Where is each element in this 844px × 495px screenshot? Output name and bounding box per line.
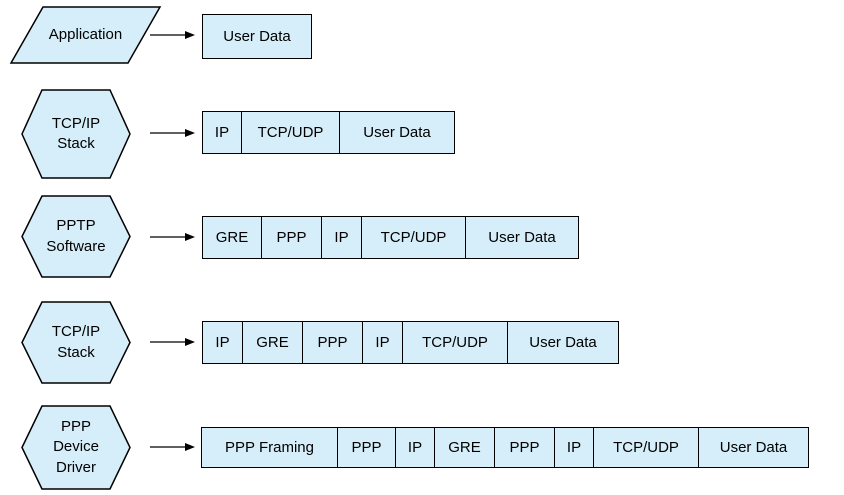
segment-gre: GRE [202, 216, 262, 259]
right-arrow-icon [150, 338, 195, 346]
ppp-device-driver-shape-outline [21, 405, 131, 490]
segment-ppp: PPP [302, 321, 363, 364]
segment-ppp: PPP [494, 427, 555, 468]
segment-gre: GRE [242, 321, 303, 364]
tcp-ip-stack-1-shape [21, 89, 131, 179]
segment-user-data: User Data [202, 14, 312, 59]
segment-ip: IP [362, 321, 403, 364]
segment-tcp-udp: TCP/UDP [241, 111, 340, 154]
right-arrow-icon [150, 443, 195, 451]
segment-ip: IP [554, 427, 594, 468]
right-arrow-icon [150, 233, 195, 241]
tcp-ip-stack-1-shape-outline [21, 89, 131, 179]
segment-ppp: PPP [337, 427, 396, 468]
segment-gre: GRE [434, 427, 495, 468]
segment-tcp-udp: TCP/UDP [402, 321, 508, 364]
application-shape-outline [9, 6, 162, 64]
ppp-device-driver-shape [21, 405, 131, 490]
segment-ip: IP [202, 321, 243, 364]
right-arrow-icon [150, 31, 195, 39]
segment-user-data: User Data [465, 216, 579, 259]
segment-ip: IP [202, 111, 242, 154]
application-shape [9, 6, 162, 64]
segment-ppp-framing: PPP Framing [201, 427, 338, 468]
segment-user-data: User Data [339, 111, 455, 154]
tcp-ip-stack-2-shape-outline [21, 301, 131, 384]
segment-tcp-udp: TCP/UDP [593, 427, 699, 468]
segment-user-data: User Data [507, 321, 619, 364]
pptp-software-shape-outline [21, 195, 131, 278]
right-arrow-icon [150, 129, 195, 137]
segment-ip: IP [321, 216, 362, 259]
segment-ppp: PPP [261, 216, 322, 259]
segment-ip: IP [395, 427, 435, 468]
segment-tcp-udp: TCP/UDP [361, 216, 466, 259]
tcp-ip-stack-2-shape [21, 301, 131, 384]
pptp-software-shape [21, 195, 131, 278]
segment-user-data: User Data [698, 427, 809, 468]
